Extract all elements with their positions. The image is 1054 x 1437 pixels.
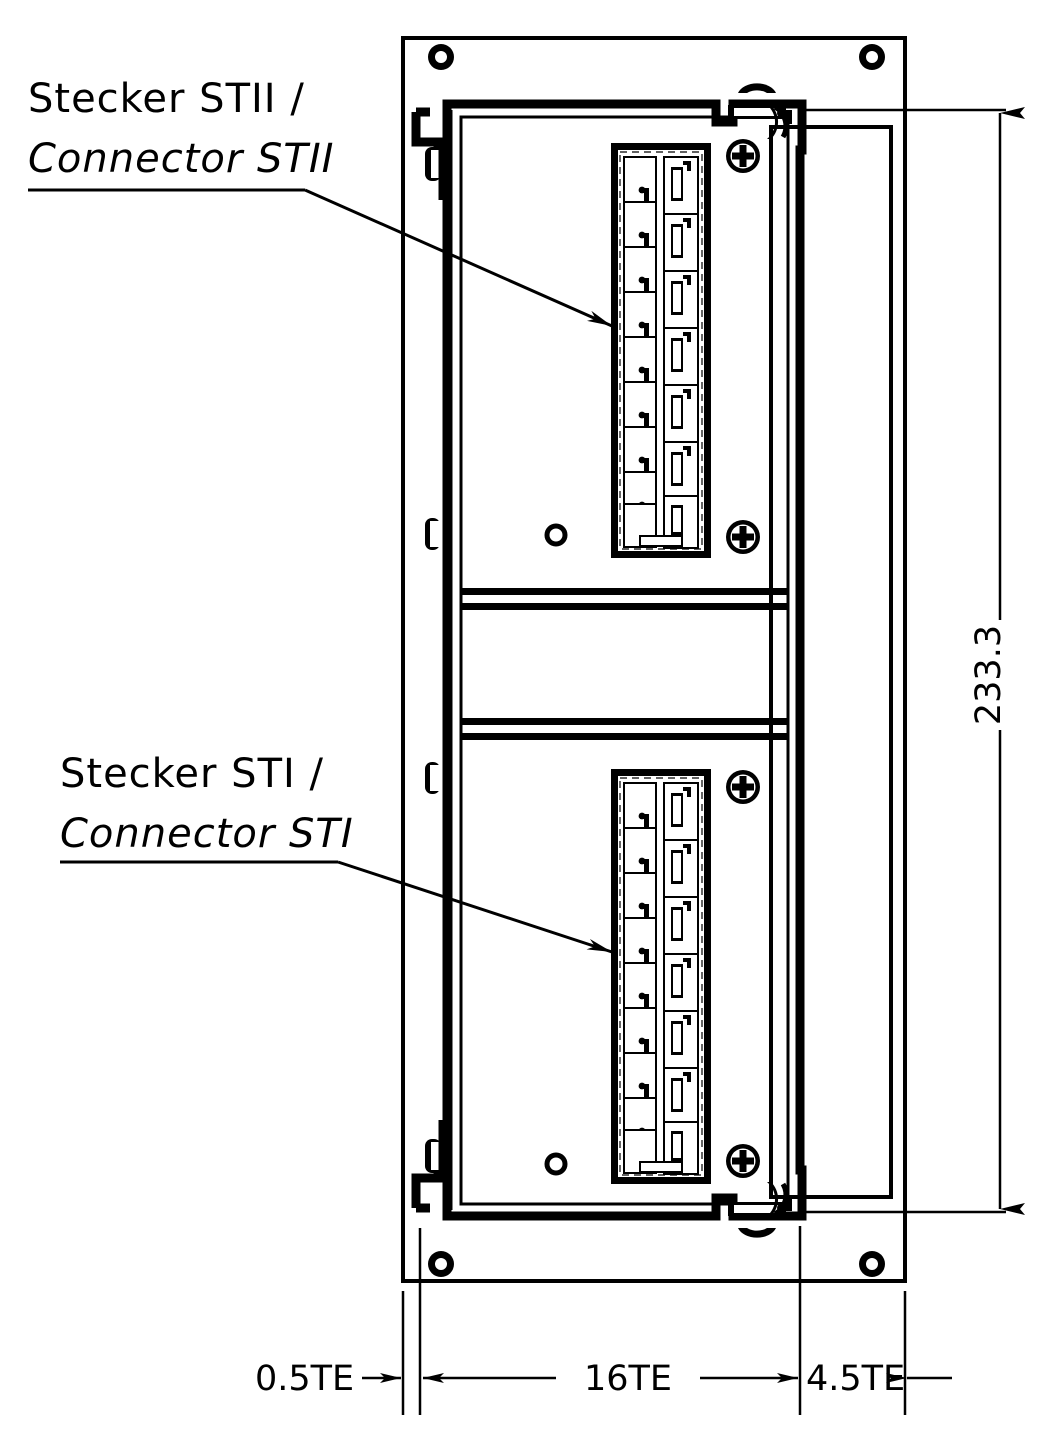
divider-band-upper — [461, 588, 788, 610]
annotation-st2-leader — [304, 188, 613, 328]
lower-connector — [610, 768, 712, 1185]
mounting-hole-top-right — [859, 44, 885, 70]
annotation-st2-line1: Stecker STII / — [28, 76, 305, 122]
dimension-horizontal-group: 0.5TE 16TE 4.5TE — [255, 1226, 952, 1415]
annotation-connector-st2: Stecker STII / Connector STII — [28, 76, 613, 328]
annotation-connector-st1: Stecker STI / Connector STI — [60, 751, 613, 954]
annotation-st1-line1: Stecker STI / — [60, 751, 324, 797]
annotation-st1-line2: Connector STI — [60, 811, 354, 857]
side-tab-lower — [425, 762, 440, 794]
dimension-value-0_5te: 0.5TE — [255, 1359, 354, 1399]
screw-middle-right — [726, 520, 760, 554]
mounting-hole-top-left — [428, 44, 454, 70]
screw-top-right — [726, 139, 760, 173]
module-body — [442, 99, 807, 1221]
annotation-st2-line2: Connector STII — [28, 136, 334, 182]
thru-hole-lower — [544, 1152, 568, 1176]
screw-bottom-right — [726, 1144, 760, 1178]
thru-hole-upper — [544, 523, 568, 547]
side-tab-middle — [425, 518, 440, 550]
dimension-value-vertical: 233.3 — [969, 625, 1009, 725]
mounting-hole-bottom-right — [859, 1251, 885, 1277]
upper-connector — [610, 142, 712, 559]
dimension-vertical-233: 233.3 — [800, 107, 1025, 1215]
annotation-st1-leader — [337, 860, 613, 954]
handle-top-left — [411, 107, 444, 200]
dimension-value-4_5te: 4.5TE — [806, 1359, 905, 1399]
ejector-bottom-right — [728, 1182, 792, 1238]
screw-lower-right — [726, 770, 760, 804]
divider-band-lower — [461, 718, 788, 740]
handle-bottom-left — [411, 1120, 444, 1213]
mounting-hole-bottom-left — [428, 1251, 454, 1277]
front-panel — [401, 36, 907, 1283]
dimension-value-16te: 16TE — [584, 1359, 672, 1399]
ejector-top-right — [728, 83, 792, 139]
right-sub-panel — [769, 125, 893, 1199]
